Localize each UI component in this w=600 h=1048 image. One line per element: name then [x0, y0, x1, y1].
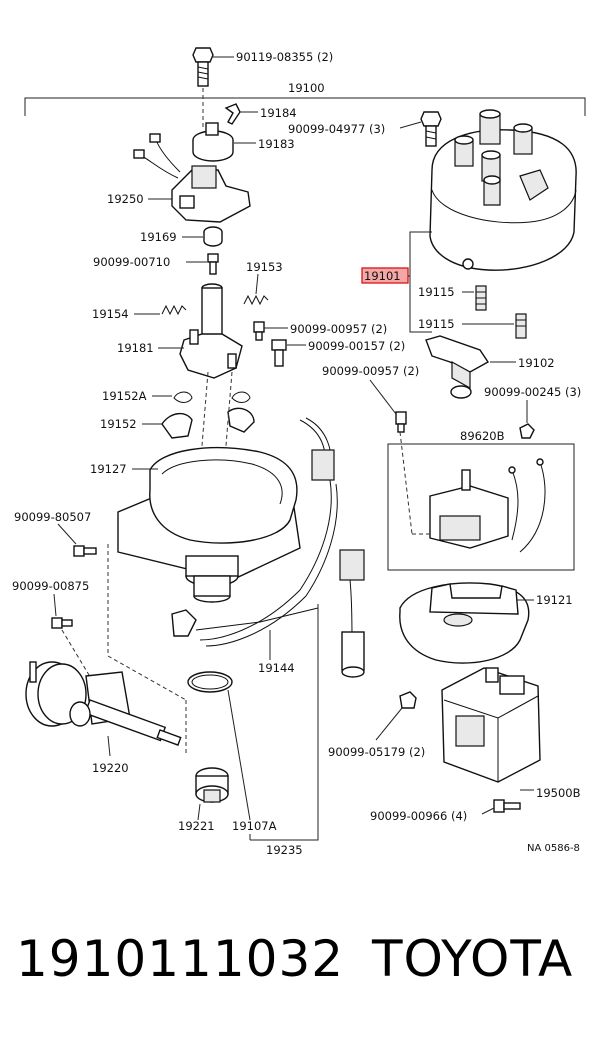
label-89620b: 89620B: [460, 429, 505, 443]
label-90099-00710: 90099-00710: [93, 255, 170, 269]
label-19102: 19102: [518, 356, 555, 370]
label-90099-00157: 90099-00157 (2): [308, 339, 405, 353]
part-19169: [182, 226, 223, 247]
bracket-19100: [24, 97, 586, 116]
label-90099-80507: 90099-80507: [14, 510, 91, 524]
pickup-19250: [133, 133, 251, 223]
label-90099-00875: 90099-00875: [12, 579, 89, 593]
bolt-90119-08355: [192, 47, 234, 87]
screw-90099-00957-a: [253, 321, 288, 341]
label-19107a: 19107A: [232, 819, 277, 833]
clip-19184: [224, 103, 258, 125]
label-19184: 19184: [260, 106, 297, 120]
part-number: 1910111032: [16, 930, 345, 988]
clip-19152a: [152, 391, 251, 403]
footer: 1910111032 TOYOTA: [0, 930, 600, 1010]
label-19181: 19181: [117, 341, 154, 355]
shaft-19181: [158, 283, 243, 379]
brand-name: TOYOTA: [372, 930, 574, 988]
screw-90099-00875: [51, 593, 73, 629]
wiring-harness: [171, 417, 365, 678]
oring-19107a: [187, 671, 251, 821]
spring-19115-b: [515, 313, 527, 339]
label-19152: 19152: [100, 417, 137, 431]
screw-90099-04977: [420, 111, 442, 147]
diagram-code: NA 0586-8: [527, 843, 580, 854]
label-90099-00245: 90099-00245 (3): [484, 385, 581, 399]
label-19115-b: 19115: [418, 317, 455, 331]
spring-19154: [134, 304, 187, 316]
rotor-19102: [425, 335, 516, 399]
label-90099-00966: 90099-00966 (4): [370, 809, 467, 823]
label-19127: 19127: [90, 462, 127, 476]
label-19100: 19100: [288, 81, 325, 95]
weight-19152: [142, 407, 255, 439]
label-19169: 19169: [140, 230, 177, 244]
vacuum-advance-19220: [25, 661, 182, 757]
label-19220: 19220: [92, 761, 129, 775]
screw-90099-00710: [186, 253, 219, 275]
label-19500b: 19500B: [536, 786, 581, 800]
screw-90099-00966: [481, 799, 521, 815]
label-19221: 19221: [178, 819, 215, 833]
label-19235: 19235: [266, 843, 303, 857]
label-90099-04977: 90099-04977 (3): [288, 122, 385, 136]
label-19121: 19121: [536, 593, 573, 607]
housing-19127: [117, 447, 301, 603]
nut-90099-00245: [519, 400, 535, 439]
cover-19121: [399, 582, 534, 664]
screw-90099-00157: [271, 339, 306, 367]
label-19183: 19183: [258, 137, 295, 151]
parts-exploded-diagram: 90119-08355 (2) 19100 19184 19183 90099-…: [12, 47, 586, 857]
label-19152a: 19152A: [102, 389, 147, 403]
spring-19115-a: [475, 285, 487, 311]
label-19154: 19154: [92, 307, 129, 321]
distributor-cap-19101: [429, 109, 577, 271]
label-90099-05179: 90099-05179 (2): [328, 745, 425, 759]
gear-19221: [195, 767, 229, 821]
screw-90099-80507: [57, 523, 97, 557]
label-90119-08355: 90119-08355 (2): [236, 50, 333, 64]
screw-90099-00957-b: [369, 379, 407, 433]
label-19115-a: 19115: [418, 285, 455, 299]
igniter-module-89620b: [399, 431, 546, 553]
label-90099-00957-a: 90099-00957 (2): [290, 322, 387, 336]
box-89620b: [387, 443, 575, 571]
label-19153: 19153: [246, 260, 283, 274]
screw-90099-05179: [375, 691, 417, 741]
label-19144: 19144: [258, 661, 295, 675]
ring-19183: [192, 122, 256, 162]
label-90099-00957-b: 90099-00957 (2): [322, 364, 419, 378]
spring-19153: [243, 273, 269, 306]
label-19101: 19101: [364, 269, 401, 283]
label-19250: 19250: [107, 192, 144, 206]
ignition-coil-19500b: [441, 667, 541, 791]
